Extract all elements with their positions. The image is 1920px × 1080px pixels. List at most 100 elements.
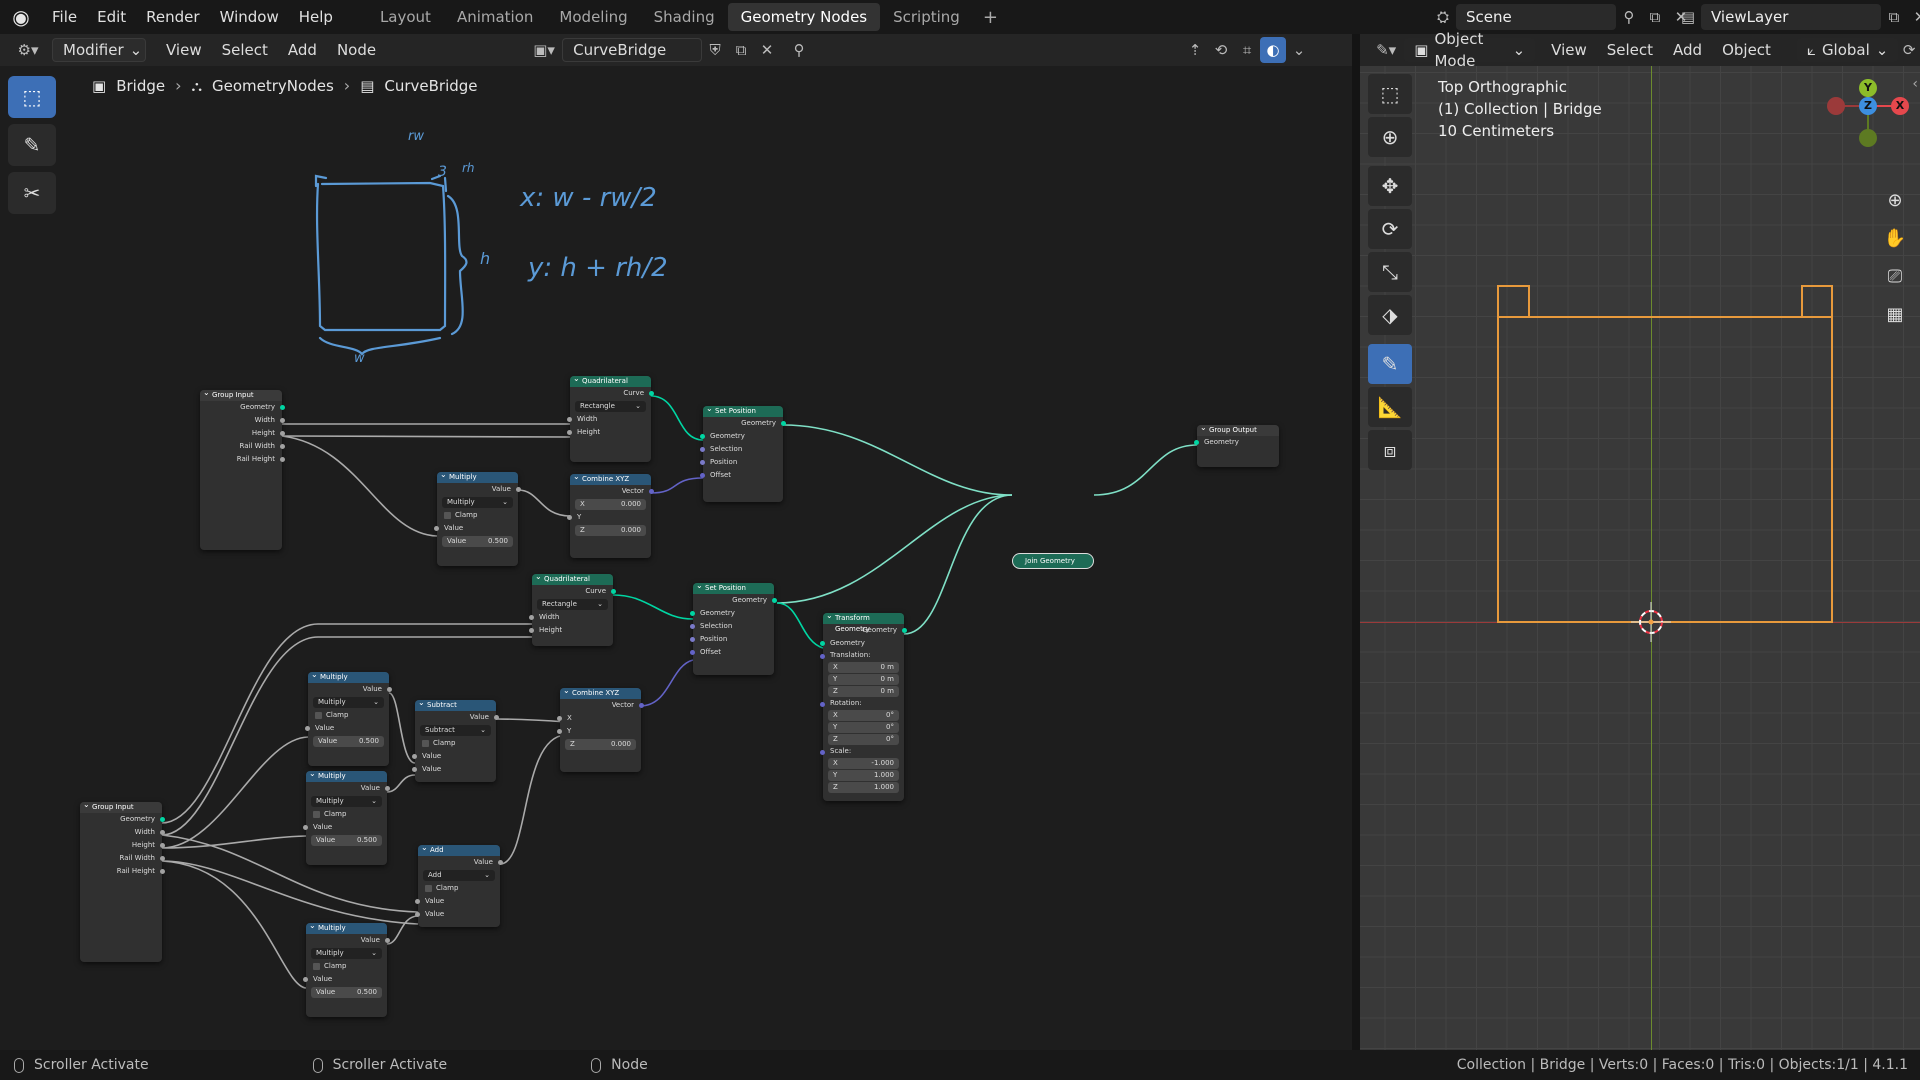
operation-dropdown[interactable]: Subtract⌄ [420,725,491,736]
select-box-tool-icon[interactable]: ⬚ [8,76,56,118]
socket-height[interactable]: Height [567,426,651,439]
socket-rail-height[interactable]: Rail Height [80,865,165,878]
menu-file[interactable]: File [52,8,78,26]
tab-geometry-nodes[interactable]: Geometry Nodes [727,3,881,31]
node-group-output[interactable]: Group Output Geometry [1194,422,1279,467]
breadcrumb-modifier[interactable]: GeometryNodes [212,76,334,95]
node-group-input[interactable]: Group Input Geometry Width Height Rail W… [80,799,165,962]
socket-geometry[interactable]: Geometry [200,401,285,414]
tab-scripting[interactable]: Scripting [893,8,960,26]
socket-rail-width[interactable]: Rail Width [80,852,165,865]
viewlayer-icon[interactable]: ▤ [1680,8,1696,26]
node-subtract[interactable]: Subtract Value Subtract⌄ Clamp Value Val… [412,697,499,782]
tab-animation[interactable]: Animation [456,8,534,26]
scale-x[interactable]: X-1.000 [828,758,899,769]
clamp-checkbox[interactable]: Clamp [418,882,500,895]
socket-x[interactable]: X [557,712,641,725]
socket-geometry-in[interactable]: Geometry [820,637,904,650]
node-set-position[interactable]: Set Position Geometry Geometry Selection… [700,403,786,502]
socket-y[interactable]: Y [567,511,651,524]
fake-user-icon[interactable]: ⛨ [709,41,721,59]
socket-width[interactable]: Width [567,413,651,426]
socket-geometry[interactable]: Geometry [1194,436,1279,449]
node-set-position[interactable]: Set Position Geometry Geometry Selection… [690,580,777,675]
new-scene-icon[interactable]: ⧉ [1649,8,1661,26]
clamp-checkbox[interactable]: Clamp [308,709,389,722]
links-cut-tool-icon[interactable]: ✂ [8,172,56,214]
add-cube-tool-icon[interactable]: ⧈ [1368,430,1412,470]
socket-offset[interactable]: Offset [690,646,774,659]
node-multiply[interactable]: Multiply Value Multiply⌄ Clamp Value Val… [303,920,390,1017]
move-tool-icon[interactable]: ✥ [1368,166,1412,206]
menu-help[interactable]: Help [298,8,333,26]
tab-modeling[interactable]: Modeling [559,8,628,26]
node-quadrilateral[interactable]: Quadrilateral Curve Rectangle⌄ Width Hei… [567,373,654,462]
viewlayer-field[interactable]: ViewLayer [1701,4,1881,30]
node-quadrilateral[interactable]: Quadrilateral Curve Rectangle⌄ Width Hei… [529,571,616,646]
node-combine-xyz[interactable]: Combine XYZ Vector X Y Z0.000 [557,685,644,772]
overlays-dropdown-icon[interactable]: ⌄ [1292,41,1306,59]
menu-window[interactable]: Window [219,8,279,26]
node-add[interactable]: Add Value Add⌄ Clamp Value Value [415,842,503,927]
pan-hand-icon[interactable]: ✋ [1883,227,1907,249]
socket-curve[interactable]: Curve [570,387,654,400]
unlink-icon[interactable]: ✕ [760,41,774,59]
gizmo-x-icon[interactable]: X [1891,97,1909,115]
zoom-icon[interactable]: ⊕ [1887,189,1903,211]
sidebar-toggle-icon[interactable]: ‹ [1912,76,1918,92]
menu-edit[interactable]: Edit [97,8,127,26]
menu-render[interactable]: Render [146,8,200,26]
snap-icon[interactable]: ⟲ [1214,41,1228,59]
socket-geometry-out[interactable]: Geometry [823,624,907,637]
3d-viewport[interactable]: ⬚ ⊕ ✥ ⟳ ⤡ ⬗ ✎ 📐 ⧈ Top Orthographic (1) C… [1360,66,1920,1050]
node-multiply[interactable]: Multiply Value Multiply⌄ Clamp Value Val… [305,669,392,766]
viewport-menu-select[interactable]: Select [1606,41,1654,59]
delete-viewlayer-icon[interactable]: ✕ [1913,8,1920,26]
select-box-tool-icon[interactable]: ⬚ [1368,74,1412,114]
viewport-menu-object[interactable]: Object [1722,41,1771,59]
annotate-tool-icon[interactable]: ✎ [8,124,56,166]
node-editor-canvas[interactable]: ⬚ ✎ ✂ ▣ Bridge › ⛬ GeometryNodes › ▤ Cur… [0,66,1352,1050]
node-group-field[interactable]: CurveBridge [562,38,703,62]
cursor-tool-icon[interactable]: ⊕ [1368,117,1412,157]
annotate-tool-icon[interactable]: ✎ [1368,344,1412,384]
breadcrumb-object[interactable]: Bridge [116,76,166,95]
node-tree-icon[interactable]: ▣▾ [533,41,555,59]
socket-value-in[interactable]: Value [305,722,389,735]
tab-shading[interactable]: Shading [653,8,715,26]
new-viewlayer-icon[interactable]: ⧉ [1888,8,1900,26]
node-join-geometry[interactable]: Join Geometry [1012,553,1094,569]
gizmo-neg-x-icon[interactable] [1827,97,1845,115]
operation-dropdown[interactable]: Multiply⌄ [313,697,384,708]
pin-icon[interactable]: ⚲ [793,41,805,59]
socket-position[interactable]: Position [700,456,783,469]
blender-logo-icon[interactable]: ◉ [12,5,30,29]
duplicate-icon[interactable]: ⧉ [735,41,747,59]
socket-value-out[interactable]: Value [437,483,521,496]
socket-geometry-out[interactable]: Geometry [693,594,777,607]
socket-value-in[interactable]: Value [434,522,518,535]
node-multiply[interactable]: Multiply Value Multiply⌄ Clamp Value Val… [303,768,390,865]
editor-type-icon[interactable]: ✎▾ [1376,41,1397,59]
menu-select[interactable]: Select [221,41,268,59]
operation-dropdown[interactable]: Multiply⌄ [442,497,513,508]
menu-view[interactable]: View [166,41,202,59]
object-mode-dropdown[interactable]: ▣Object Mode⌄ [1404,30,1536,70]
node-combine-xyz[interactable]: Combine XYZ Vector X0.000 Y Z0.000 [567,471,654,558]
socket-vector[interactable]: Vector [570,485,654,498]
socket-selection[interactable]: Selection [700,443,783,456]
socket-height[interactable]: Height [529,624,613,637]
